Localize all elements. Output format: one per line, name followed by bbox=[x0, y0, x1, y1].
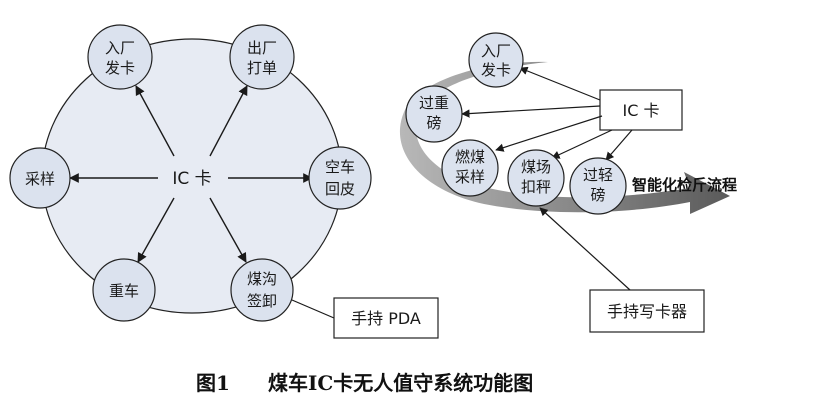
writer-arrow bbox=[539, 207, 631, 291]
pda-box bbox=[333, 297, 439, 339]
arrow-to-heavy-weigh bbox=[461, 105, 601, 118]
process-flow-arrow bbox=[399, 61, 730, 215]
node-empty-return-line1: 空车 bbox=[325, 158, 355, 176]
node-exit-print-line1: 出厂 bbox=[247, 39, 277, 57]
node-yard-deduct-line1: 煤场 bbox=[521, 158, 551, 176]
spoke-entry-card bbox=[135, 85, 175, 157]
card-writer-box bbox=[589, 289, 705, 333]
node-entry-card-line2: 发卡 bbox=[105, 59, 135, 77]
node-empty-return-line2: 回皮 bbox=[325, 180, 355, 198]
caption: 图1 煤车IC卡无人值守系统功能图 bbox=[196, 371, 533, 395]
node-yard-deduct-line2: 扣秤 bbox=[521, 178, 551, 196]
center-ic-card-label: IC 卡 bbox=[172, 169, 211, 189]
left-diagram: IC 卡 入厂 发卡 出厂 打单 采样 空车 回皮 重车 煤沟 签卸 bbox=[9, 24, 439, 339]
node-heavy-weigh-line1: 过重 bbox=[419, 94, 449, 112]
node-light-weigh-line1: 过轻 bbox=[583, 166, 613, 184]
ic-card-label: IC 卡 bbox=[623, 101, 660, 120]
node-heavy-truck-line1: 重车 bbox=[109, 282, 139, 300]
node-exit-print-line2: 打单 bbox=[247, 59, 277, 77]
pda-label: 手持 PDA bbox=[351, 309, 421, 328]
node-heavy-truck: 重车 bbox=[92, 258, 156, 322]
node-r-entry-card-line1: 入厂 bbox=[481, 42, 511, 60]
node-trench-unload-line2: 签卸 bbox=[247, 292, 277, 310]
right-diagram: 智能化检斤流程 IC 卡 入厂 发卡 过重 磅 燃煤 采样 bbox=[399, 32, 737, 333]
spoke-trench-unload bbox=[209, 197, 247, 263]
node-trench-unload: 煤沟 签卸 bbox=[230, 258, 294, 322]
caption-title: 煤车IC卡无人值守系统功能图 bbox=[268, 371, 533, 395]
node-heavy-weigh: 过重 磅 bbox=[405, 85, 463, 143]
node-heavy-weigh-line2: 磅 bbox=[426, 114, 441, 132]
spoke-exit-print bbox=[209, 85, 248, 157]
card-writer-label: 手持写卡器 bbox=[607, 302, 687, 321]
arrow-to-entry-card bbox=[519, 66, 601, 101]
node-exit-print: 出厂 打单 bbox=[229, 24, 295, 90]
spoke-heavy-truck bbox=[137, 197, 175, 263]
arrow-to-fuel-sample bbox=[495, 115, 603, 152]
node-entry-card: 入厂 发卡 bbox=[87, 24, 153, 90]
node-fuel-sample: 燃煤 采样 bbox=[441, 139, 499, 197]
node-light-weigh: 过轻 磅 bbox=[569, 157, 627, 215]
pda-connector bbox=[291, 299, 335, 319]
node-fuel-sample-line2: 采样 bbox=[455, 168, 485, 186]
ic-card-box bbox=[599, 89, 683, 131]
node-fuel-sample-line1: 燃煤 bbox=[455, 148, 485, 166]
node-empty-return: 空车 回皮 bbox=[308, 146, 372, 210]
arrow-to-yard-deduct bbox=[551, 129, 613, 159]
node-light-weigh-line2: 磅 bbox=[590, 186, 605, 204]
node-trench-unload-line1: 煤沟 bbox=[247, 270, 277, 288]
arrow-to-light-weigh bbox=[605, 129, 633, 161]
left-spokes bbox=[69, 85, 313, 263]
node-sampling-line1: 采样 bbox=[25, 170, 55, 188]
ic-card-arrows bbox=[461, 66, 633, 161]
node-entry-card-line1: 入厂 bbox=[105, 39, 135, 57]
node-r-entry-card-line2: 发卡 bbox=[481, 61, 511, 79]
node-sampling: 采样 bbox=[9, 147, 71, 209]
node-yard-deduct: 煤场 扣秤 bbox=[507, 149, 565, 207]
caption-figure-no: 图1 bbox=[196, 371, 230, 395]
flow-label: 智能化检斤流程 bbox=[632, 176, 737, 194]
node-r-entry-card: 入厂 发卡 bbox=[468, 32, 524, 88]
